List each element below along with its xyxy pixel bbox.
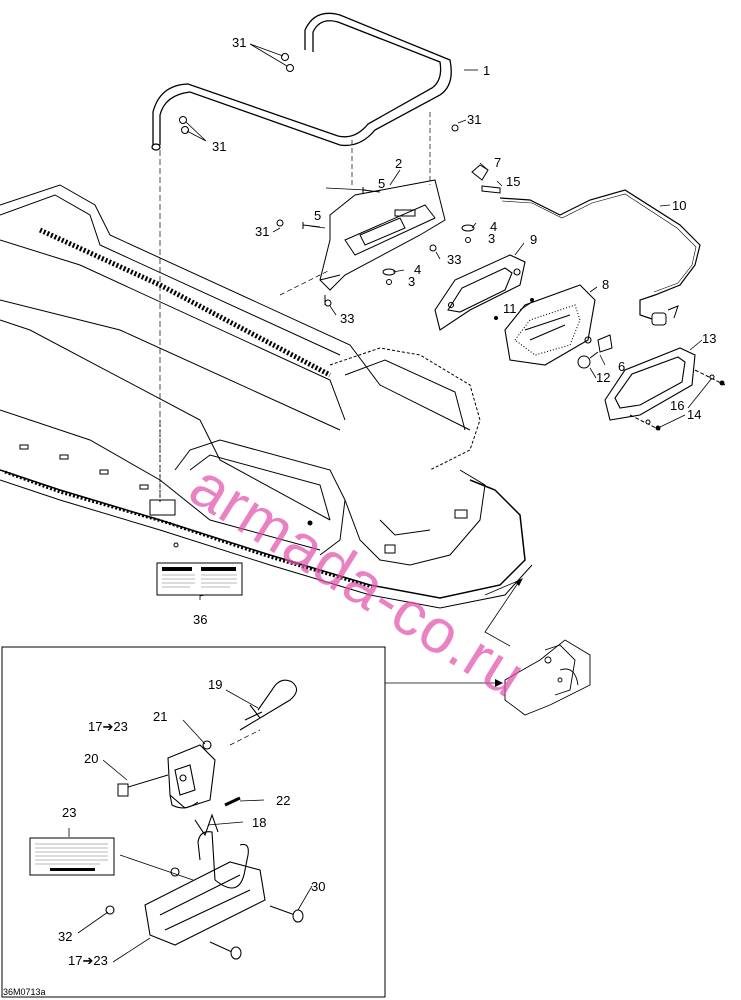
drawing-reference: 36M0713a	[3, 987, 46, 997]
callout-13: 13	[702, 331, 716, 346]
guide-line	[279, 269, 331, 296]
callout-7: 7	[494, 155, 501, 170]
tail-light	[504, 284, 596, 366]
screws-14-16	[629, 369, 726, 431]
hitch-pin-19	[239, 679, 298, 731]
callout-31: 31	[212, 139, 226, 154]
callout-22: 22	[276, 793, 290, 808]
screw-11	[494, 298, 534, 320]
spring-pin-22	[224, 796, 241, 807]
callout-10: 10	[672, 198, 686, 213]
callout-5: 5	[378, 176, 385, 191]
callout-2: 2	[395, 156, 402, 171]
lens-cover	[604, 347, 696, 421]
lamp-housing	[434, 254, 526, 331]
hitch-bracket	[167, 740, 216, 809]
leader-lines	[68, 43, 713, 963]
callout-12: 12	[596, 370, 610, 385]
callout-16: 16	[670, 398, 684, 413]
mount-bracket	[319, 179, 446, 305]
bolt-30	[209, 905, 304, 960]
callout-36: 36	[193, 612, 207, 627]
connector-7	[471, 164, 679, 326]
callout-9: 9	[530, 232, 537, 247]
bolt-31	[179, 53, 459, 227]
callout-1: 1	[483, 63, 490, 78]
tow-decal-23	[29, 837, 115, 876]
inset-frame	[1, 646, 386, 998]
callout-4: 4	[490, 219, 497, 234]
chassis-drawing	[0, 184, 533, 609]
callout-33: 33	[447, 252, 461, 267]
callout-23: 23	[62, 805, 76, 820]
callout-11: 11	[503, 301, 517, 316]
callout-31: 31	[255, 224, 269, 239]
callout-19: 19	[208, 677, 222, 692]
callout-17-23: 17➔23	[88, 719, 128, 734]
callout-20: 20	[84, 751, 98, 766]
hitch-base	[105, 831, 266, 946]
callout-6: 6	[618, 359, 625, 374]
inset-leader-zoom	[484, 579, 522, 647]
warning-decal-36	[156, 562, 243, 596]
bulb-12	[577, 334, 613, 369]
callout-17-23: 17➔23	[68, 953, 108, 968]
callout-4: 4	[414, 262, 421, 277]
washer-4	[382, 224, 475, 285]
callout-18: 18	[252, 815, 266, 830]
callout-15: 15	[506, 174, 520, 189]
callout-31: 31	[467, 112, 481, 127]
callout-8: 8	[602, 277, 609, 292]
grab-handle	[151, 12, 452, 151]
hitch-small-view	[504, 639, 591, 716]
callout-30: 30	[311, 879, 325, 894]
callout-5: 5	[314, 208, 321, 223]
callout-31: 31	[232, 35, 246, 50]
callout-33: 33	[340, 311, 354, 326]
callout-14: 14	[687, 407, 701, 422]
callout-32: 32	[58, 929, 72, 944]
nut-33	[324, 244, 437, 307]
callout-3: 3	[408, 274, 415, 289]
callout-3: 3	[488, 231, 495, 246]
callout-21: 21	[153, 709, 167, 724]
bolt-20	[117, 774, 169, 797]
wire-harness	[499, 189, 701, 321]
